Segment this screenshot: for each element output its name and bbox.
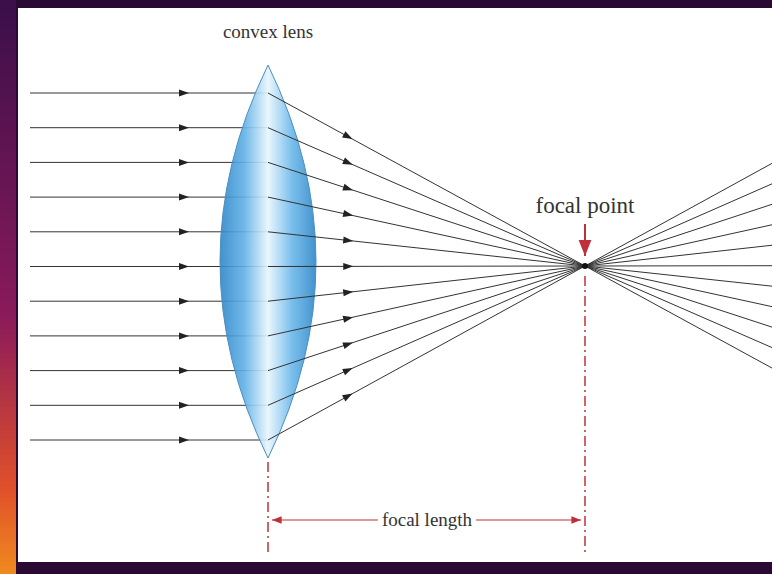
focal-dot (582, 263, 588, 269)
refracted-ray (268, 162, 772, 327)
ray-arrowhead (179, 194, 189, 201)
pointer-arrow (584, 224, 586, 256)
ray-arrowhead (342, 184, 354, 194)
ray-arrowhead (179, 159, 189, 166)
ray-arrowhead (343, 288, 354, 296)
incoming-ray (30, 370, 268, 371)
ray-arrowhead (179, 228, 189, 235)
ray-arrowhead (179, 90, 189, 97)
ray-arrowhead (342, 157, 354, 167)
side-strip (0, 0, 16, 574)
convex-lens (220, 65, 316, 458)
refracted-ray (268, 204, 772, 370)
refracted-ray (268, 163, 772, 440)
ray-arrowhead (342, 365, 354, 375)
lens-label: convex lens (219, 22, 317, 43)
ray-arrowhead (343, 210, 354, 219)
incoming-ray (30, 93, 268, 94)
axis-line (267, 462, 269, 556)
incoming-ray (30, 127, 268, 128)
light-rays (268, 93, 772, 440)
refracted-ray (268, 184, 772, 405)
focal-point-label: focal point (532, 193, 639, 218)
ray-arrowhead (343, 263, 353, 270)
ray-arrowhead (179, 298, 189, 305)
ray-arrowhead (342, 339, 354, 349)
incoming-ray (30, 405, 268, 406)
ray-arrowhead (343, 236, 354, 244)
ray-arrowhead (179, 332, 189, 339)
axis-line (584, 276, 586, 556)
panel (18, 8, 772, 562)
dimension-label: focal length (378, 510, 476, 531)
refracted-ray (268, 225, 772, 336)
ray-arrowhead (343, 314, 354, 323)
refracted-ray (268, 197, 772, 307)
refracted-ray (268, 128, 772, 348)
refracted-ray (268, 232, 772, 286)
ray-arrowhead (179, 367, 189, 374)
refracted-ray (268, 93, 772, 368)
refracted-ray (268, 245, 772, 301)
ray-arrowhead (179, 124, 189, 131)
incoming-ray (30, 440, 268, 441)
ray-arrowhead (179, 263, 189, 270)
ray-arrowhead (179, 402, 189, 409)
ray-arrowhead (342, 131, 354, 142)
ray-arrowhead (179, 437, 189, 444)
ray-arrowhead (342, 391, 354, 402)
